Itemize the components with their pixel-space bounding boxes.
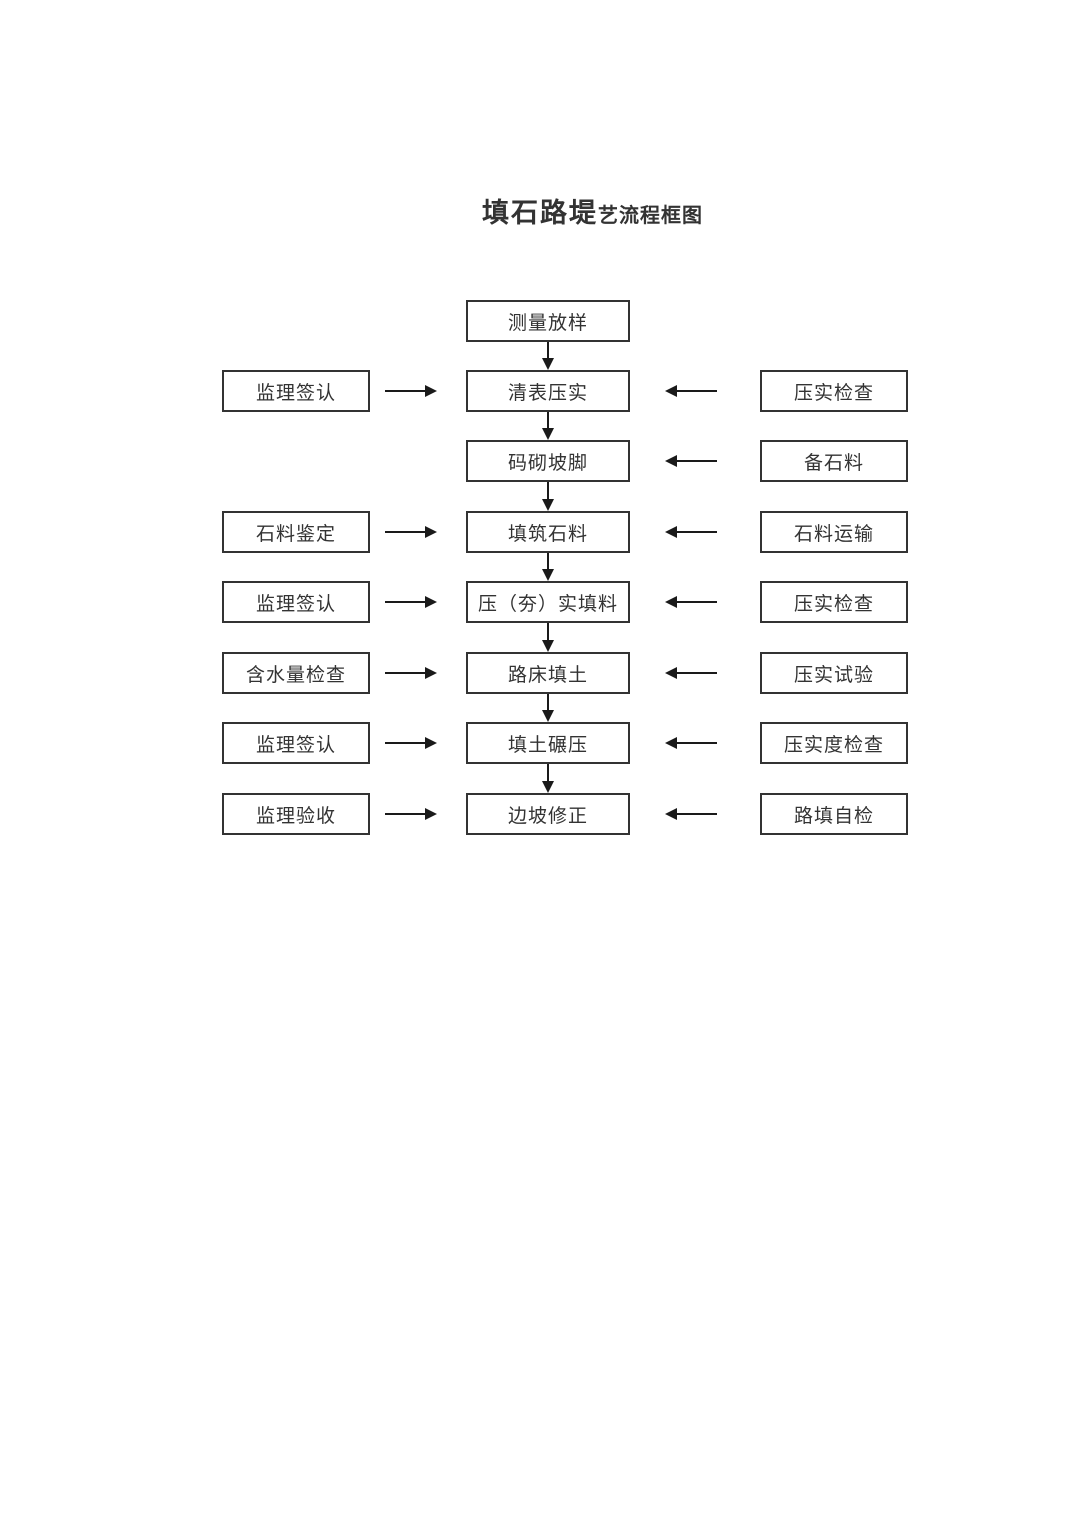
arrow-left-connector-2 (665, 455, 717, 467)
arrow-right-connector-1 (385, 385, 437, 397)
center-step-box-2: 清表压实 (466, 370, 630, 412)
arrow-right-connector-2 (385, 526, 437, 538)
center-step-box-3: 码砌坡脚 (466, 440, 630, 482)
center-step-box-5: 压（夯）实填料 (466, 581, 630, 623)
right-box-1: 压实检查 (760, 370, 908, 412)
arrow-left-connector-6 (665, 737, 717, 749)
diagram-title-suffix: 艺流程框图 (598, 205, 703, 227)
center-step-box-7: 填土碾压 (466, 722, 630, 764)
left-box-1: 监理签认 (222, 370, 370, 412)
center-step-box-8: 边坡修正 (466, 793, 630, 835)
right-box-2: 备石料 (760, 440, 908, 482)
right-box-5: 压实试验 (760, 652, 908, 694)
center-step-box-6: 路床填土 (466, 652, 630, 694)
arrow-left-connector-3 (665, 526, 717, 538)
arrow-right-connector-5 (385, 737, 437, 749)
arrow-down-connector-6 (542, 694, 554, 722)
center-step-box-4: 填筑石料 (466, 511, 630, 553)
left-box-3: 监理签认 (222, 581, 370, 623)
arrow-left-connector-4 (665, 596, 717, 608)
arrow-left-connector-5 (665, 667, 717, 679)
arrow-left-connector-7 (665, 808, 717, 820)
left-box-5: 监理签认 (222, 722, 370, 764)
arrow-left-connector-1 (665, 385, 717, 397)
right-box-3: 石料运输 (760, 511, 908, 553)
right-box-6: 压实度检查 (760, 722, 908, 764)
right-box-4: 压实检查 (760, 581, 908, 623)
arrow-right-connector-4 (385, 667, 437, 679)
center-step-box-1: 测量放样 (466, 300, 630, 342)
arrow-down-connector-2 (542, 412, 554, 440)
diagram-title-main: 填石路堤 (482, 198, 598, 228)
left-box-4: 含水量检查 (222, 652, 370, 694)
arrow-down-connector-4 (542, 553, 554, 581)
arrow-right-connector-6 (385, 808, 437, 820)
arrow-down-connector-3 (542, 482, 554, 511)
arrow-down-connector-1 (542, 342, 554, 370)
arrow-down-connector-7 (542, 764, 554, 793)
right-box-7: 路填自检 (760, 793, 908, 835)
diagram-title: 填石路堤艺流程框图 (482, 191, 703, 230)
arrow-right-connector-3 (385, 596, 437, 608)
left-box-6: 监理验收 (222, 793, 370, 835)
arrow-down-connector-5 (542, 623, 554, 652)
left-box-2: 石料鉴定 (222, 511, 370, 553)
